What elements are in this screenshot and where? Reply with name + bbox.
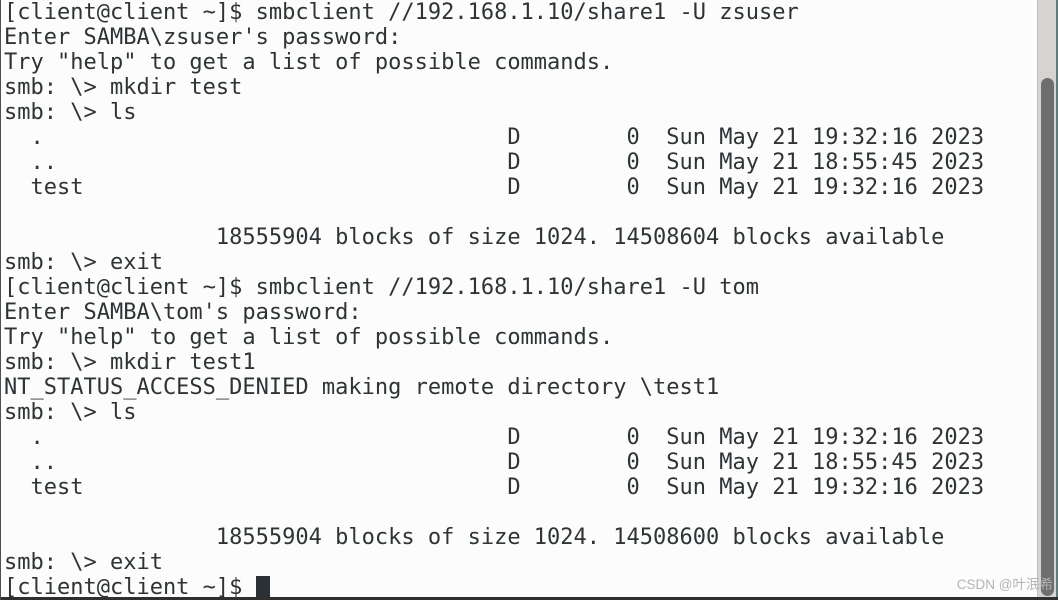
scrollbar[interactable]	[1037, 0, 1056, 600]
terminal-line	[4, 200, 984, 225]
terminal-line: test D 0 Sun May 21 19:32:16 2023	[4, 175, 985, 200]
terminal-output: [client@client ~]$ smbclient //192.168.1…	[4, 0, 984, 600]
terminal-line: smb: \> mkdir test1	[4, 350, 256, 375]
terminal-line: smb: \> exit	[4, 550, 163, 575]
terminal-line: NT_STATUS_ACCESS_DENIED making remote di…	[4, 375, 720, 400]
terminal-line: Enter SAMBA\zsuser's password:	[4, 25, 402, 50]
terminal-line: smb: \> ls	[4, 400, 137, 425]
terminal-line: Try "help" to get a list of possible com…	[4, 325, 614, 350]
terminal-line: 18555904 blocks of size 1024. 14508604 b…	[4, 225, 945, 250]
terminal-line: [client@client ~]$ smbclient //192.168.1…	[4, 275, 759, 300]
terminal-line: smb: \> exit	[4, 250, 163, 275]
terminal-line: .. D 0 Sun May 21 18:55:45 2023	[4, 450, 985, 475]
window-right-edge	[1056, 0, 1058, 600]
terminal-line: . D 0 Sun May 21 19:32:16 2023	[4, 125, 985, 150]
terminal-line: smb: \> mkdir test	[4, 75, 243, 100]
terminal-prompt: [client@client ~]$	[4, 575, 256, 600]
scrollbar-thumb[interactable]	[1041, 78, 1054, 596]
terminal-line: [client@client ~]$ smbclient //192.168.1…	[4, 0, 799, 25]
terminal-cursor	[255, 576, 270, 600]
watermark: CSDN @叶泯希	[956, 577, 1053, 592]
terminal-line: test D 0 Sun May 21 19:32:16 2023	[4, 475, 985, 500]
terminal-line: . D 0 Sun May 21 19:32:16 2023	[4, 425, 985, 450]
terminal-line: 18555904 blocks of size 1024. 14508600 b…	[4, 525, 945, 550]
terminal-line: smb: \> ls	[4, 100, 137, 125]
terminal-prompt-line: [client@client ~]$	[4, 575, 984, 600]
terminal-line	[4, 500, 984, 525]
terminal-line: Enter SAMBA\tom's password:	[4, 300, 362, 325]
window-bottom-edge	[1, 597, 1058, 600]
terminal-line: .. D 0 Sun May 21 18:55:45 2023	[4, 150, 985, 175]
terminal-line: Try "help" to get a list of possible com…	[4, 50, 614, 75]
